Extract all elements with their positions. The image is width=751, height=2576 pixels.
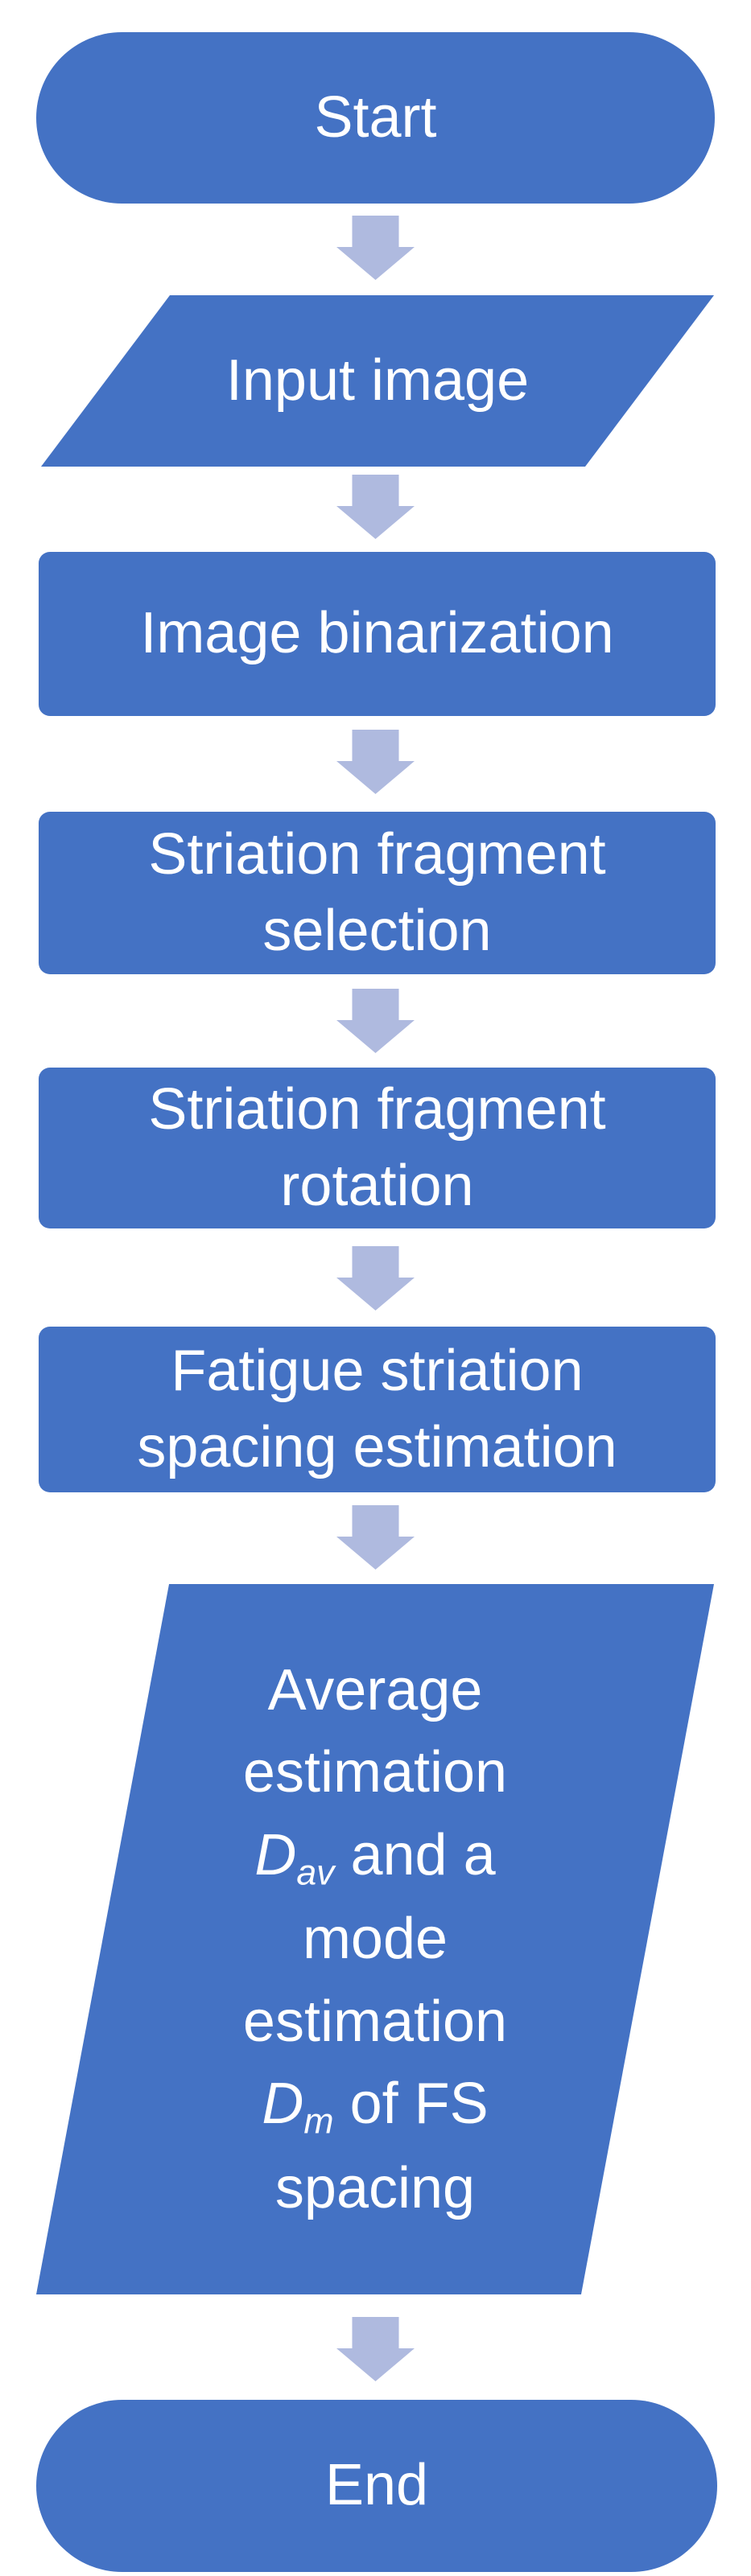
node-label-image-binarization: Image binarization: [140, 601, 614, 666]
flowchart-node-fatigue-striation-spacing-estimation: Fatigue striation spacing estimation: [39, 1327, 716, 1492]
node-label-end: End: [324, 2453, 429, 2518]
flowchart-node-image-binarization: Image binarization: [39, 552, 716, 716]
node-label-fatigue-striation-spacing-estimation: Fatigue striation spacing estimation: [137, 1338, 617, 1479]
down-arrow-icon: [336, 216, 415, 280]
flowchart-node-input-image: Input image: [41, 295, 714, 467]
node-label-input-image: Input image: [225, 348, 530, 413]
down-arrow-icon: [336, 1505, 415, 1570]
node-label-striation-fragment-selection: Striation fragment selection: [148, 821, 606, 963]
node-label-striation-fragment-rotation: Striation fragment rotation: [148, 1076, 606, 1218]
flowchart-node-start: Start: [36, 32, 715, 204]
flowchart-node-striation-fragment-selection: Striation fragment selection: [39, 812, 716, 974]
down-arrow-icon: [336, 1246, 415, 1311]
down-arrow-icon: [336, 989, 415, 1053]
flowchart-node-end: End: [36, 2400, 717, 2572]
down-arrow-icon: [336, 475, 415, 539]
down-arrow-icon: [336, 730, 415, 794]
down-arrow-icon: [336, 2317, 415, 2381]
node-label-start: Start: [314, 84, 437, 150]
flowchart-node-striation-fragment-rotation: Striation fragment rotation: [39, 1068, 716, 1228]
